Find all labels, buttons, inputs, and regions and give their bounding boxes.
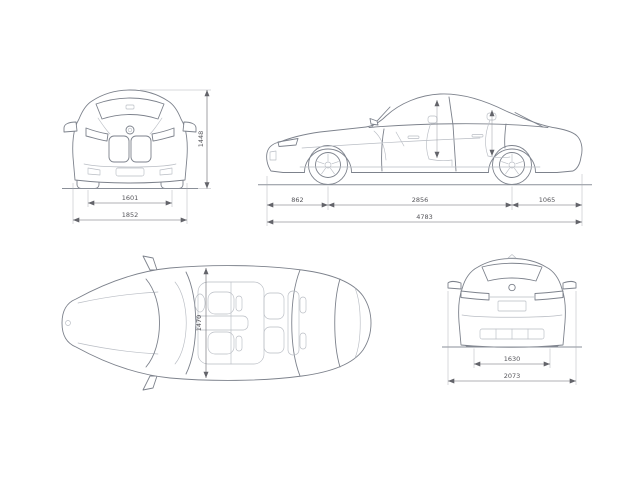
dim-front-width: 1852: [72, 183, 188, 224]
grille-left-kidney: [108, 135, 130, 163]
roof-front-arc: [185, 271, 197, 375]
rear-brand-roundel: [508, 283, 516, 292]
dim-label-rear-track: 1630: [504, 355, 521, 363]
dim-label-front-overhang: 862: [291, 196, 303, 204]
front-view-car: [62, 89, 198, 189]
left-taillight: [460, 290, 490, 301]
left-headlight: [85, 127, 109, 142]
dim-label-cabin-width: 1470: [195, 315, 203, 332]
left-side-intake: [87, 167, 101, 176]
dim-top-cabin-width: 1470: [195, 268, 209, 378]
front-intake: [269, 150, 277, 161]
rear-bumper-crease: [461, 314, 563, 318]
rear-window: [481, 262, 543, 282]
rear-door-handle: [471, 134, 484, 138]
dim-side-rear-overhang: 1065: [512, 174, 583, 226]
windshield: [95, 97, 165, 120]
beltline: [368, 123, 549, 128]
dashboard: [373, 130, 387, 161]
left-mirror: [63, 121, 78, 133]
right-side-intake: [159, 167, 173, 176]
rear-glass-arc: [291, 269, 301, 377]
rear-view-car: [442, 254, 582, 348]
rear-diffuser: [479, 328, 545, 340]
side-rear-wheel: [492, 145, 532, 185]
dim-side-wheelbase: 2856: [328, 186, 513, 210]
hood-crease-right: [149, 117, 163, 135]
brand-roundel: [125, 125, 135, 135]
dim-label-length: 4783: [416, 213, 433, 221]
grille-right-kidney: [130, 135, 152, 163]
dim-label-rear-overhang: 1065: [539, 196, 556, 204]
front-door-handle: [407, 135, 420, 139]
brand-roundel-inner: [127, 127, 133, 133]
c-pillar-line: [514, 112, 544, 128]
antenna-fin: [507, 254, 517, 259]
right-headlight: [151, 127, 175, 142]
side-view-car: [258, 93, 592, 186]
rearview-mirror: [125, 104, 135, 110]
top-left-mirror: [142, 255, 158, 271]
dim-label-front-track: 1601: [122, 194, 139, 202]
bumper-line: [83, 163, 177, 168]
license-plate: [497, 300, 527, 312]
cowl-arc: [145, 278, 160, 368]
dim-front-height: 1448: [140, 89, 211, 189]
front-view: 1601 1852 1448: [62, 89, 211, 224]
rear-door-line: [504, 123, 507, 149]
side-mirror: [369, 118, 379, 126]
side-body-outline: [266, 93, 583, 173]
top-view: 1470: [61, 255, 372, 391]
top-dashboard-arc: [174, 281, 187, 365]
top-brand-roundel: [65, 320, 71, 326]
side-front-wheel: [308, 145, 348, 185]
steering-column: [395, 131, 405, 147]
dim-label-rear-width: 2073: [504, 372, 521, 380]
dim-label-wheelbase: 2856: [412, 196, 429, 204]
top-view-car: [61, 255, 372, 391]
trunk-arc: [334, 278, 341, 368]
spoiler-arc: [354, 287, 361, 359]
dim-side-length: 4783: [267, 213, 582, 225]
b-pillar-line: [448, 96, 457, 172]
top-rear-bench: [263, 290, 307, 356]
front-body-outline: [72, 89, 188, 184]
hood-crease-top-2: [77, 342, 159, 355]
top-right-mirror: [142, 375, 158, 391]
dim-rear-track: 1630: [473, 348, 551, 368]
character-line: [301, 137, 481, 149]
right-mirror: [182, 121, 197, 133]
top-body-outline: [61, 265, 372, 381]
rear-view: 1630 2073: [442, 254, 582, 385]
rear-right-mirror: [562, 281, 577, 290]
hood-crease-left: [97, 117, 111, 135]
rear-left-mirror: [447, 281, 462, 290]
dim-rear-width: 2073: [447, 291, 577, 385]
lower-intake: [115, 167, 145, 177]
right-taillight: [534, 290, 564, 301]
rear-body-outline: [458, 258, 566, 348]
side-headlight: [277, 138, 299, 147]
center-console: [195, 315, 249, 331]
dim-side-front-overhang: 862: [266, 176, 329, 226]
dim-label-front-height: 1448: [197, 131, 205, 148]
side-view: 862 2856 1065 4783: [258, 93, 592, 226]
dim-front-track: 1601: [87, 190, 173, 207]
hood-crease-top-1: [77, 291, 159, 304]
dim-label-front-width: 1852: [122, 211, 139, 219]
